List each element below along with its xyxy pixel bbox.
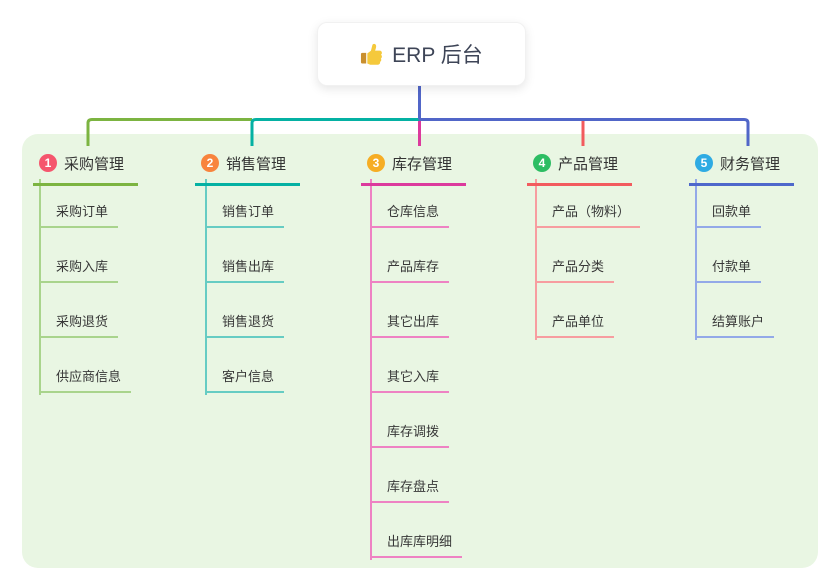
branch-number-badge: 1 <box>39 154 57 172</box>
child-node[interactable]: 库存盘点 <box>370 473 450 503</box>
child-node[interactable]: 库存调拨 <box>370 418 450 448</box>
child-node[interactable]: 销售出库 <box>205 253 285 283</box>
root-label: ERP 后台 <box>392 44 483 67</box>
branch-label: 产品管理 <box>558 155 619 173</box>
child-node[interactable]: 产品分类 <box>535 253 615 283</box>
branch-spine-line <box>370 179 372 560</box>
branch-number-badge: 3 <box>367 154 385 172</box>
child-node[interactable]: 回款单 <box>695 198 762 228</box>
child-node[interactable]: 采购订单 <box>39 198 119 228</box>
branch-label: 库存管理 <box>392 155 453 173</box>
thumbs-up-icon <box>360 43 383 66</box>
branch-node-2[interactable]: 2 销售管理 <box>195 150 301 186</box>
connector-branch-5 <box>419 118 750 146</box>
branch-label: 财务管理 <box>720 155 781 173</box>
branch-node-4[interactable]: 4 产品管理 <box>527 150 633 186</box>
child-node[interactable]: 供应商信息 <box>39 363 132 393</box>
child-node[interactable]: 结算账户 <box>695 308 775 338</box>
child-node[interactable]: 其它入库 <box>370 363 450 393</box>
branch-node-1[interactable]: 1 采购管理 <box>33 150 139 186</box>
connector-branch-2 <box>250 118 419 146</box>
child-node[interactable]: 产品（物料） <box>535 198 641 228</box>
child-node[interactable]: 产品单位 <box>535 308 615 338</box>
branch-label: 采购管理 <box>64 155 125 173</box>
child-node[interactable]: 采购退货 <box>39 308 119 338</box>
branch-number-badge: 2 <box>201 154 219 172</box>
branch-node-3[interactable]: 3 库存管理 <box>361 150 467 186</box>
child-node[interactable]: 销售退货 <box>205 308 285 338</box>
child-node[interactable]: 销售订单 <box>205 198 285 228</box>
branch-spine-line <box>535 179 537 340</box>
child-node[interactable]: 其它出库 <box>370 308 450 338</box>
branch-spine-line <box>205 179 207 395</box>
branch-node-5[interactable]: 5 财务管理 <box>689 150 795 186</box>
branch-spine-line <box>39 179 41 395</box>
child-node[interactable]: 付款单 <box>695 253 762 283</box>
branch-number-badge: 5 <box>695 154 713 172</box>
branches-background-panel <box>22 134 818 568</box>
child-node[interactable]: 仓库信息 <box>370 198 450 228</box>
root-node[interactable]: ERP 后台 <box>317 22 526 86</box>
branch-number-badge: 4 <box>533 154 551 172</box>
child-node[interactable]: 采购入库 <box>39 253 119 283</box>
branch-label: 销售管理 <box>226 155 287 173</box>
connector-branch-1 <box>86 118 252 146</box>
branch-spine-line <box>695 179 697 340</box>
child-node[interactable]: 出库库明细 <box>370 528 463 558</box>
child-node[interactable]: 产品库存 <box>370 253 450 283</box>
child-node[interactable]: 客户信息 <box>205 363 285 393</box>
